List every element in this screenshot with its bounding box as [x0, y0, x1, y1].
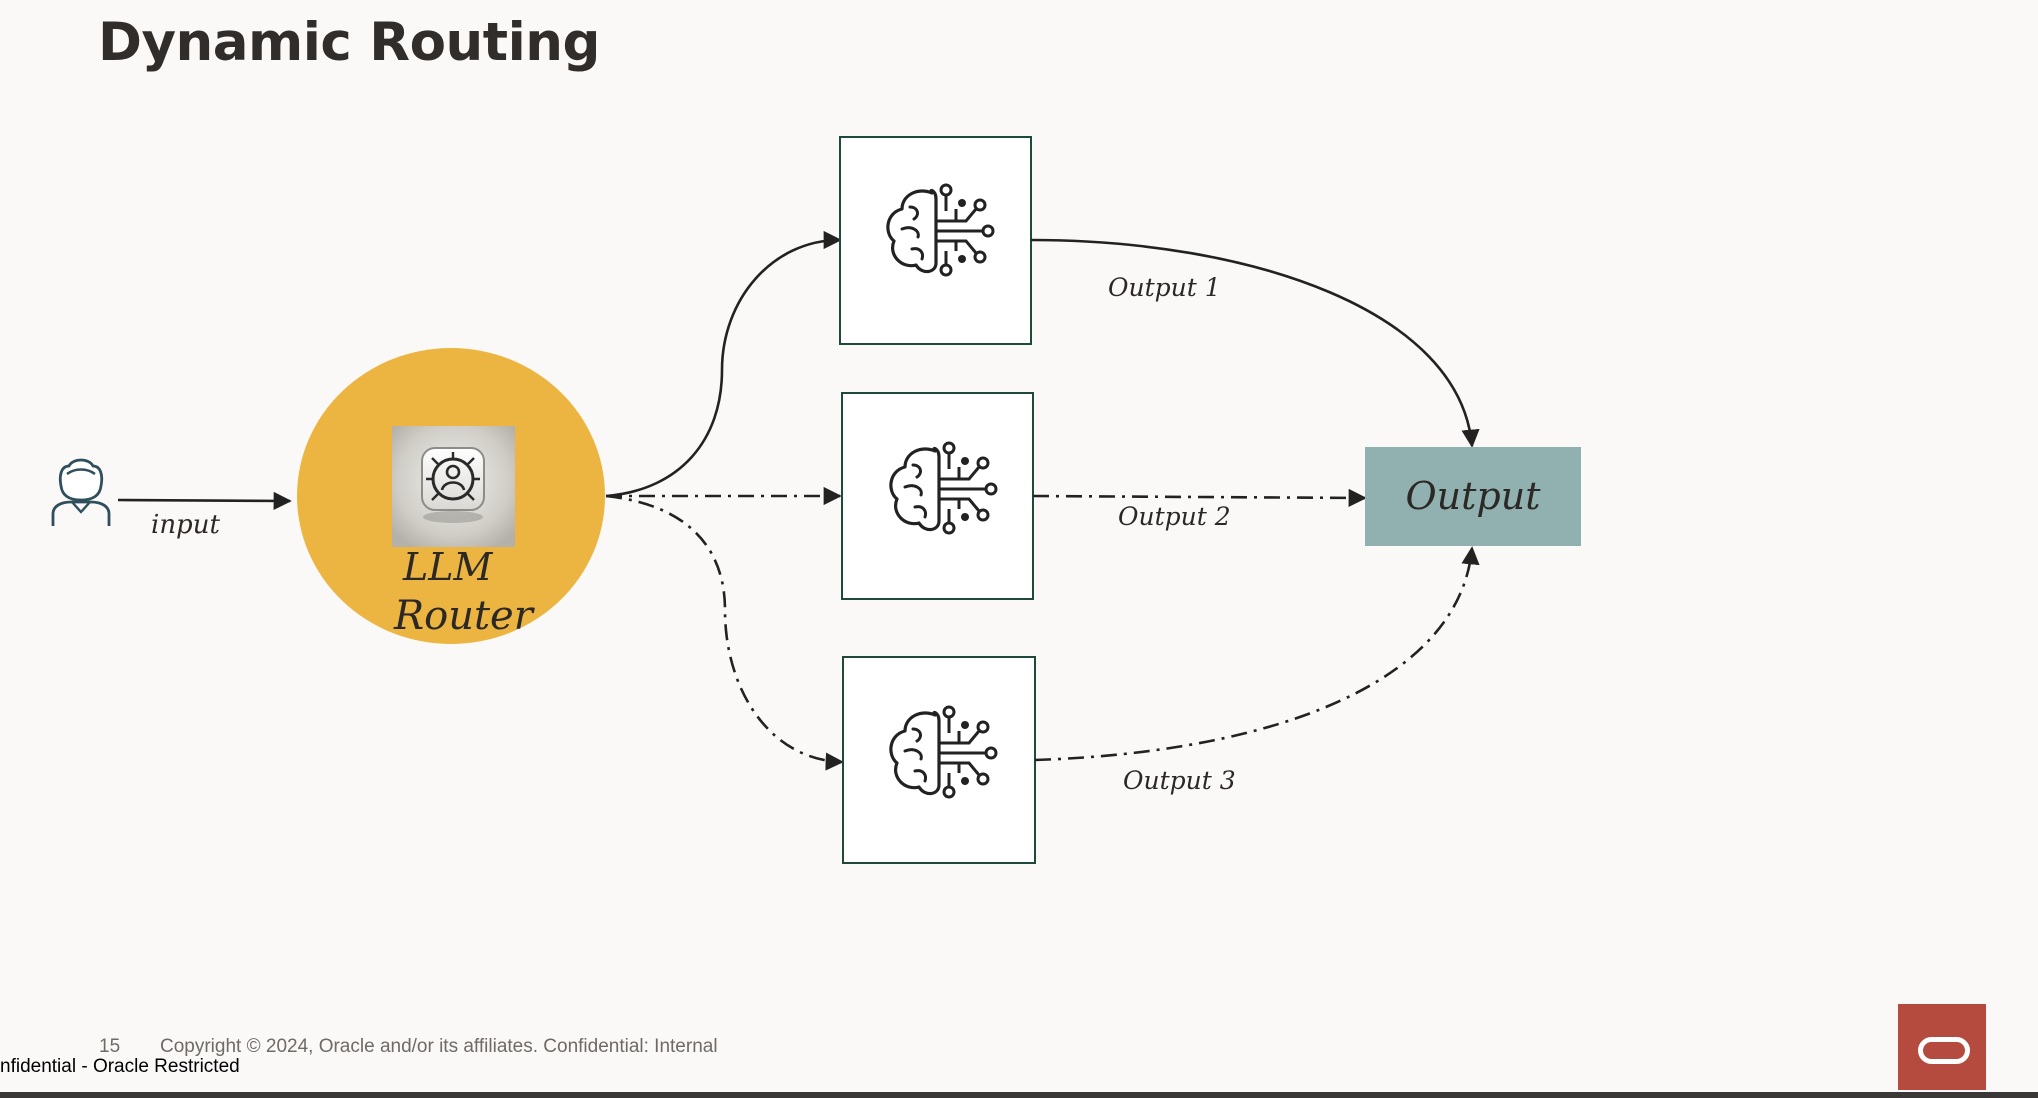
- output-3-label: Output 3: [1123, 766, 1236, 795]
- input-arrow: [117, 491, 292, 511]
- output-box: [1365, 447, 1581, 546]
- output-2-label: Output 2: [1118, 502, 1231, 531]
- output-1-label: Output 1: [1108, 273, 1221, 302]
- output-box-label: Output: [1406, 474, 1542, 518]
- router-chip-icon: [392, 426, 515, 547]
- copyright-text: Copyright © 2024, Oracle and/or its affi…: [160, 1036, 718, 1057]
- route-to-model-3: [605, 494, 844, 771]
- route-to-model-1: [605, 230, 842, 498]
- router-label-line1: LLM: [402, 545, 493, 589]
- slide-title: Dynamic Routing: [98, 12, 600, 73]
- router-label-line2: Router: [393, 593, 536, 639]
- model-1-to-output: [1030, 238, 1480, 448]
- model-box-3: [842, 656, 1036, 864]
- user-icon: [51, 458, 111, 526]
- model-box-1: [839, 136, 1032, 345]
- input-label: input: [151, 510, 220, 540]
- page-number: 15: [99, 1036, 121, 1057]
- bottom-bar: [0, 1092, 2038, 1098]
- classification-label: nfidential - Oracle Restricted: [0, 1056, 240, 1077]
- model-box-2: [841, 392, 1034, 600]
- model-3-to-output: [1034, 546, 1480, 762]
- model-2-to-output: [1032, 488, 1367, 508]
- oracle-logo: [1898, 1004, 1986, 1090]
